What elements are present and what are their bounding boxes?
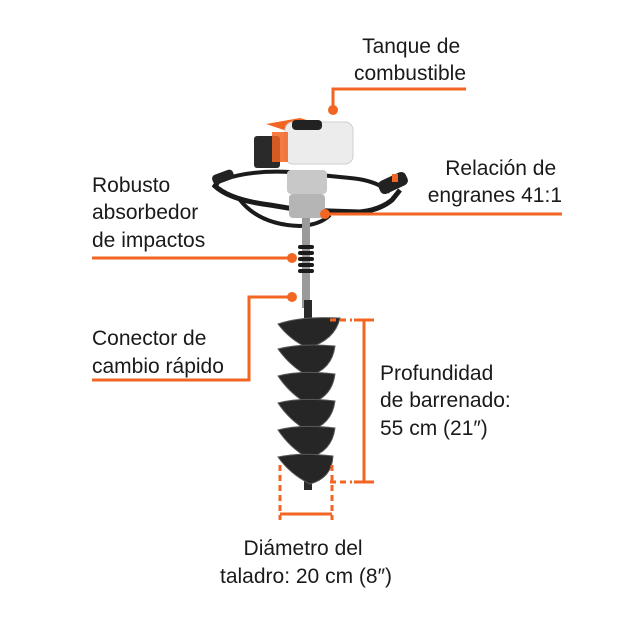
label-line: taladro: 20 cm (8″)	[220, 565, 392, 588]
tank-dot	[328, 105, 338, 115]
label-line: de barrenado:	[380, 389, 511, 412]
label-line: de impactos	[92, 229, 205, 252]
connector-dot	[287, 292, 297, 302]
label-line: Diámetro del	[244, 537, 363, 560]
label-line: absorbedor	[92, 201, 198, 224]
leader-lines	[92, 87, 562, 520]
label-line: Robusto	[92, 174, 170, 197]
gear-dot	[320, 209, 330, 219]
label-line: 55 cm (21″)	[380, 417, 488, 440]
diameter-label: Diámetro del taladro: 20 cm (8″)	[220, 537, 392, 588]
connector-leader	[92, 295, 292, 382]
depth-label: Profundidad de barrenado: 55 cm (21″)	[380, 362, 517, 440]
label-line: Conector de	[92, 327, 206, 350]
label-line: combustible	[354, 62, 466, 85]
auger-drill-image	[211, 118, 408, 490]
leader-dots	[287, 105, 338, 302]
label-line: Relación de	[445, 157, 556, 180]
shock-dot	[287, 253, 297, 263]
label-line: cambio rápido	[92, 355, 224, 378]
label-line: Tanque de	[362, 35, 460, 58]
gear-label: Relación de engranes 41:1	[428, 157, 562, 207]
label-line: engranes 41:1	[428, 184, 562, 207]
shock-label: Robusto absorbedor de impactos	[92, 174, 205, 252]
tank-label: Tanque de combustible	[354, 35, 466, 85]
connector-label: Conector de cambio rápido	[92, 327, 224, 378]
tank-leader	[331, 87, 466, 110]
label-line: Profundidad	[380, 362, 493, 385]
